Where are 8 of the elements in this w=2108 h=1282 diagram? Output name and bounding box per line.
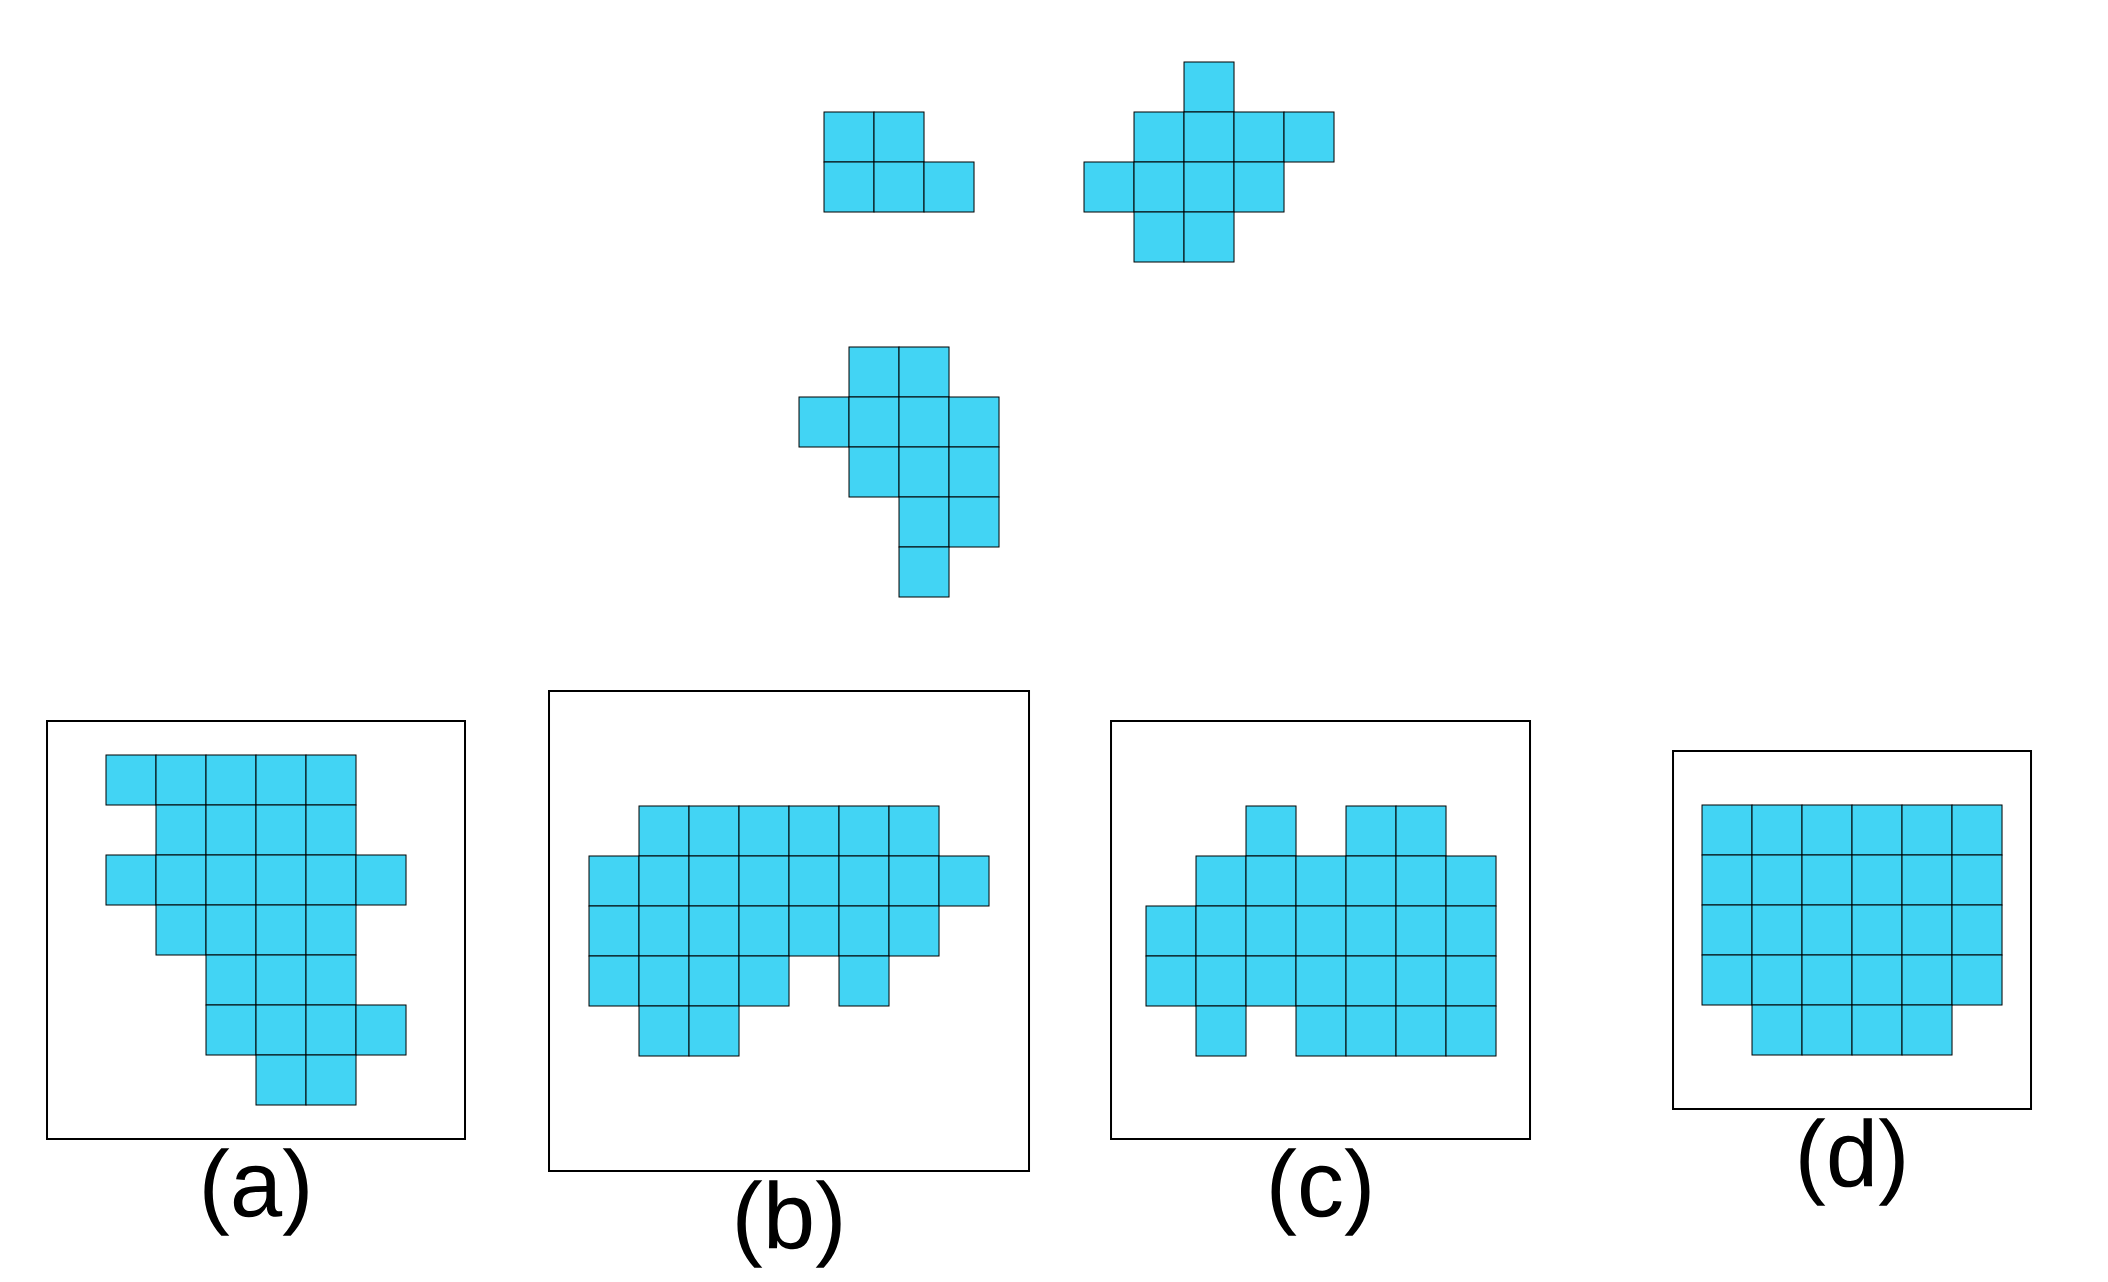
option-label: (d): [1800, 1118, 1904, 1206]
option-box: [548, 690, 1030, 1172]
option-label: (c): [1271, 1148, 1370, 1236]
option-box: [46, 720, 466, 1140]
option-box: [1672, 750, 2032, 1110]
option-box: [1110, 720, 1531, 1140]
option-label: (a): [204, 1148, 308, 1236]
option-label: (b): [737, 1180, 841, 1268]
